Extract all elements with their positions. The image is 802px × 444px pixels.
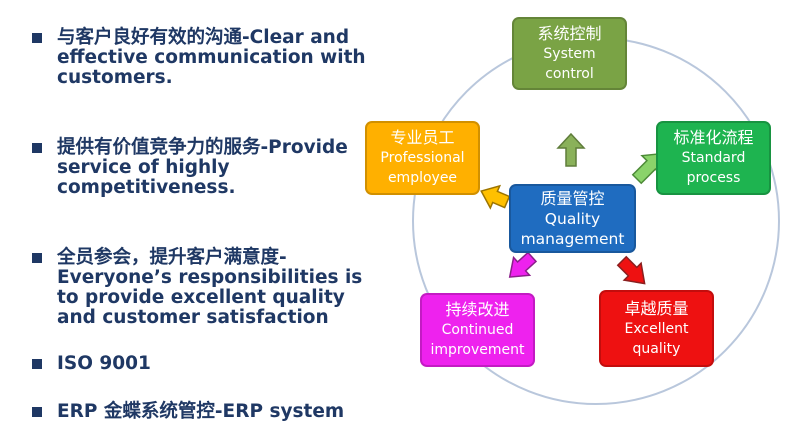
bullet-square-icon (32, 33, 42, 43)
bullet-item-communication: 与客户良好有效的沟通-Clear and effective communica… (32, 28, 377, 88)
box-title-en: Professional (380, 150, 465, 166)
bullet-item-service: 提供有价值竞争力的服务-Provide service of highly co… (32, 138, 377, 198)
quality-management-box: 质量管控 Quality management (509, 184, 636, 253)
box-title-en: employee (387, 170, 458, 186)
box-title-en: Standard (681, 150, 746, 166)
box-title-en: Quality (544, 209, 601, 228)
system-control-box: 系统控制 System control (512, 17, 627, 90)
bullet-text: ERP 金蝶系统管控-ERP system (57, 401, 345, 422)
box-title-en: Continued (441, 322, 514, 338)
box-title-en: process (686, 170, 741, 186)
bullet-text: ISO 9001 (57, 353, 151, 374)
box-title-en: management (520, 229, 625, 248)
box-title-zh: 质量管控 (540, 188, 605, 208)
bullet-square-icon (32, 143, 42, 153)
box-title-en: System (543, 45, 596, 62)
continued-improvement-box: 持续改进 Continued improvement (420, 293, 535, 367)
box-title-zh: 持续改进 (445, 300, 510, 319)
arrow-lower-right-icon (616, 255, 646, 285)
bullet-square-icon (32, 253, 42, 263)
box-title-zh: 标准化流程 (673, 128, 754, 147)
bullet-item-erp: ERP 金蝶系统管控-ERP system (32, 402, 377, 422)
arrow-up-icon (556, 132, 586, 167)
bullet-item-responsibility: 全员参会，提升客户满意度-Everyone’s responsibilities… (32, 248, 377, 328)
bullet-square-icon (32, 407, 42, 417)
arrow-lower-left-icon (508, 251, 538, 278)
bullet-text: 提供有价值竞争力的服务-Provide service of highly co… (57, 137, 348, 198)
box-title-zh: 专业员工 (390, 128, 455, 147)
bullet-square-icon (32, 359, 42, 369)
box-title-en: Excellent (624, 320, 689, 337)
excellent-quality-box: 卓越质量 Excellent quality (599, 290, 714, 367)
bullet-item-iso: ISO 9001 (32, 354, 377, 374)
box-title-en: quality (632, 340, 681, 357)
bullet-text: 与客户良好有效的沟通-Clear and effective communica… (57, 27, 366, 88)
box-title-zh: 卓越质量 (624, 298, 689, 318)
box-title-zh: 系统控制 (537, 23, 602, 43)
box-title-en: control (545, 65, 594, 82)
box-title-en: improvement (430, 342, 525, 358)
bullet-text: 全员参会，提升客户满意度-Everyone’s responsibilities… (57, 247, 363, 328)
standard-process-box: 标准化流程 Standard process (656, 121, 771, 195)
professional-employee-box: 专业员工 Professional employee (365, 121, 480, 195)
arrow-upper-left-icon (480, 184, 511, 210)
